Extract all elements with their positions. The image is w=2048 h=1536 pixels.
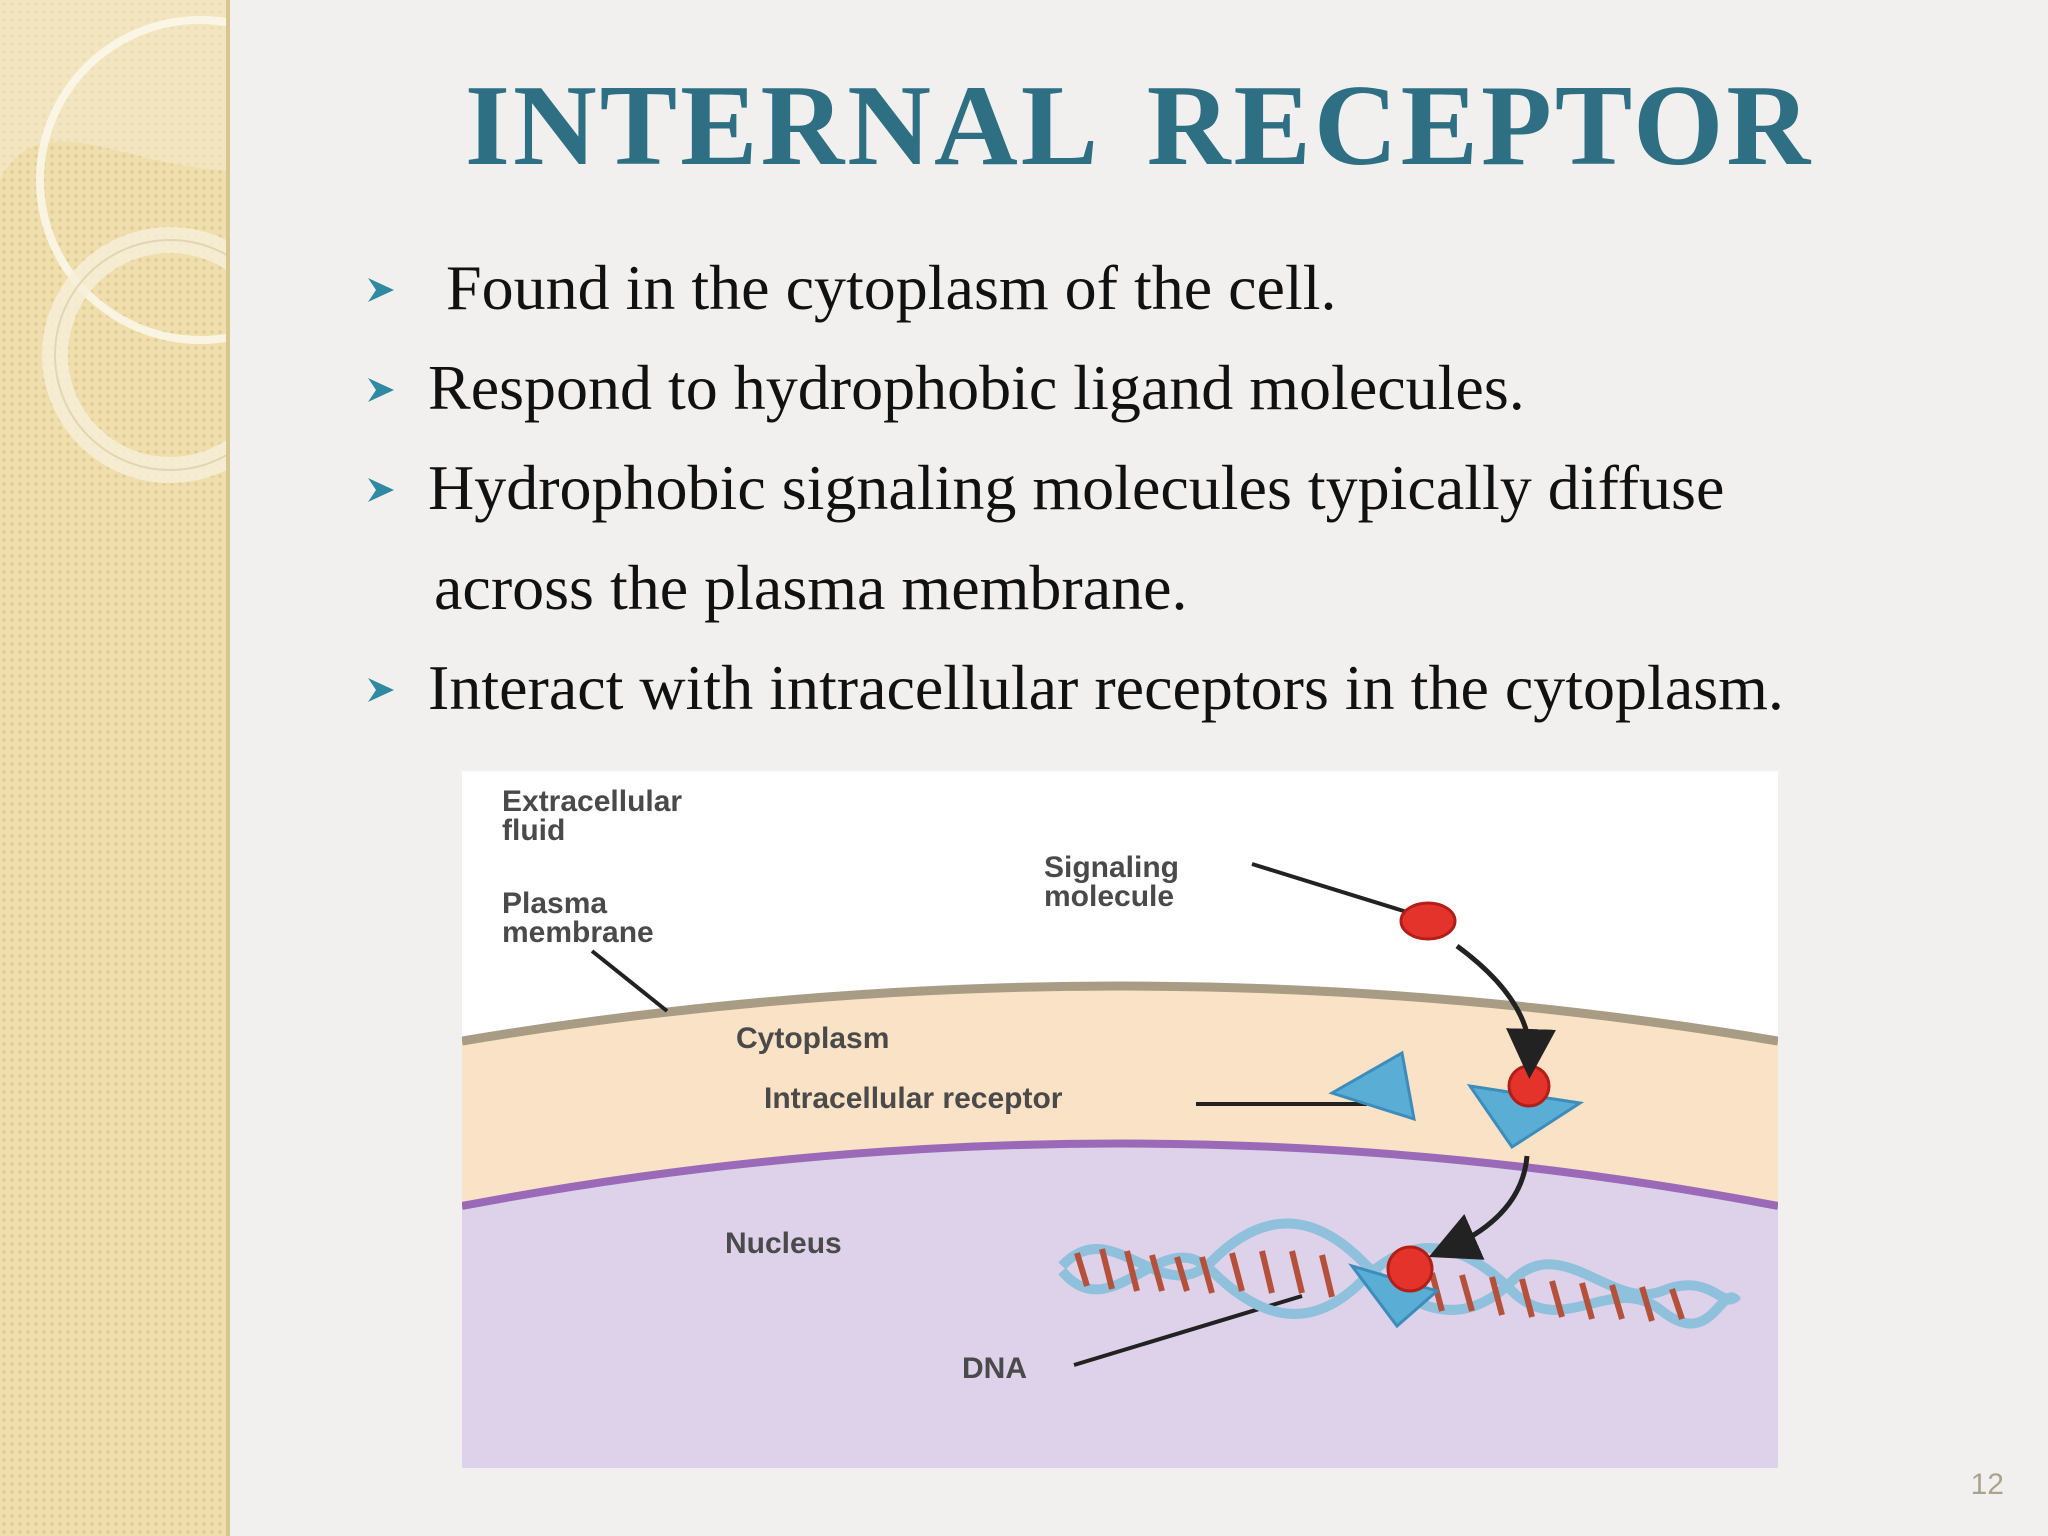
signaling-molecule-on-dna xyxy=(1386,1245,1434,1293)
label-nucleus: Nucleus xyxy=(725,1227,842,1260)
bullet-item: Interact with intracellular receptors in… xyxy=(360,638,2000,738)
plasma-membrane xyxy=(462,981,1778,1046)
plasma-membrane-pointer xyxy=(590,949,669,1013)
bullet-text: Respond to hydrophobic ligand molecules. xyxy=(428,352,1525,423)
bullet-text: Found in the cytoplasm of the cell. xyxy=(446,252,1337,323)
label-membrane: membrane xyxy=(502,916,654,949)
sidebar-edge xyxy=(226,0,230,1536)
label-intracellular-receptor: Intracellular receptor xyxy=(764,1082,1063,1115)
decorative-rings xyxy=(0,0,230,483)
label-signaling: Signaling xyxy=(1044,851,1179,884)
arrow-bullet-icon xyxy=(368,478,394,502)
label-molecule: molecule xyxy=(1044,880,1174,913)
signaling-molecule-bound xyxy=(1507,1064,1551,1108)
slide-title: INTERNAL RECEPTOR xyxy=(464,62,1814,190)
page-number: 12 xyxy=(1970,1468,2004,1501)
bullet-item: Hydrophobic signaling molecules typicall… xyxy=(360,438,2000,538)
label-extracellular: Extracellular xyxy=(502,785,682,818)
nuclear-envelope xyxy=(462,1139,1778,1210)
label-fluid: fluid xyxy=(502,814,565,847)
label-dna: DNA xyxy=(962,1352,1027,1385)
decorative-sidebar xyxy=(0,0,230,1536)
bullet-continuation: across the plasma membrane. xyxy=(360,538,2000,638)
arrow-bullet-icon xyxy=(368,678,394,702)
signaling-molecule-free xyxy=(1399,901,1457,941)
intracellular-receptor-free xyxy=(1328,1050,1416,1122)
nuclear-arrow xyxy=(1428,1155,1530,1260)
bullet-text: Hydrophobic signaling molecules typicall… xyxy=(428,452,1725,523)
arrow-bullet-icon xyxy=(368,378,394,402)
bullet-list: Found in the cytoplasm of the cell. Resp… xyxy=(360,238,2000,738)
signaling-molecule-pointer xyxy=(1251,862,1411,915)
bullet-item: Found in the cytoplasm of the cell. xyxy=(360,238,2000,338)
label-plasma: Plasma xyxy=(502,887,607,920)
bullet-item: Respond to hydrophobic ligand molecules. xyxy=(360,338,2000,438)
label-cytoplasm: Cytoplasm xyxy=(736,1022,889,1055)
bullet-text: Interact with intracellular receptors in… xyxy=(428,652,1784,723)
internal-receptor-diagram: Extracellular fluid Plasma membrane Sign… xyxy=(462,771,1778,1468)
bullet-text: across the plasma membrane. xyxy=(434,552,1188,623)
entry-arrow xyxy=(1455,943,1556,1079)
arrow-bullet-icon xyxy=(368,278,394,302)
